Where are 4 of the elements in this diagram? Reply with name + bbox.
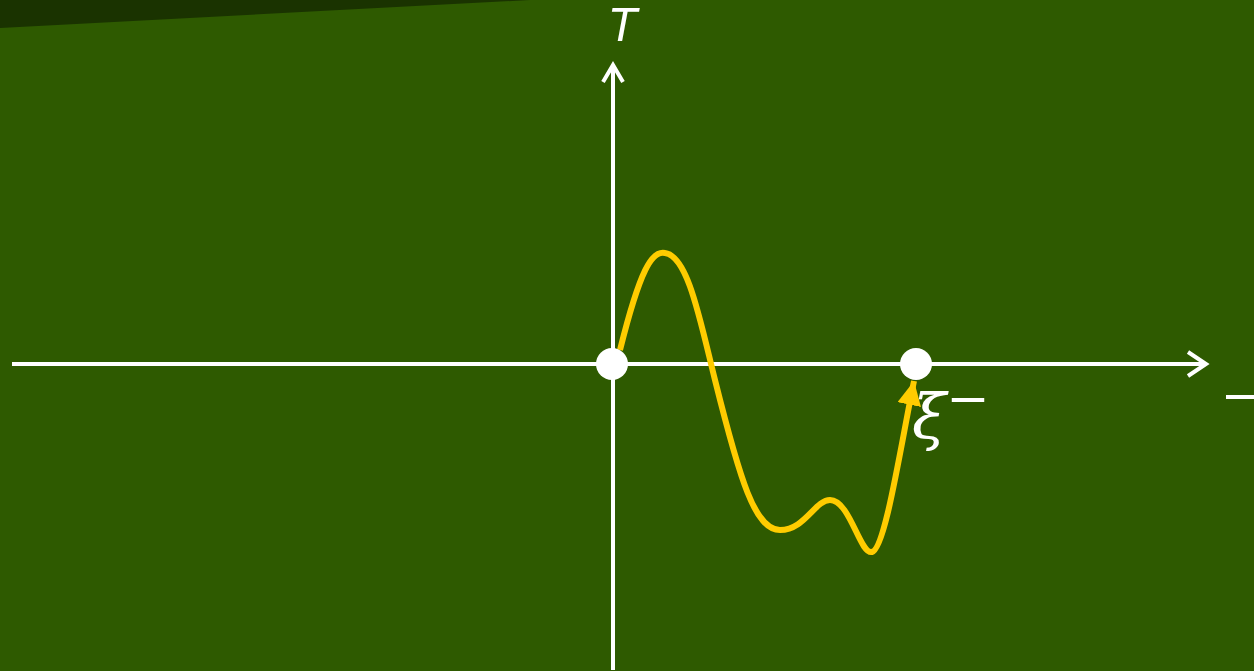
curve-arrow (617, 250, 922, 555)
dot-marker (900, 348, 932, 380)
dot-marker (596, 348, 628, 380)
point-label: ξ$^{−}$ (912, 368, 990, 453)
